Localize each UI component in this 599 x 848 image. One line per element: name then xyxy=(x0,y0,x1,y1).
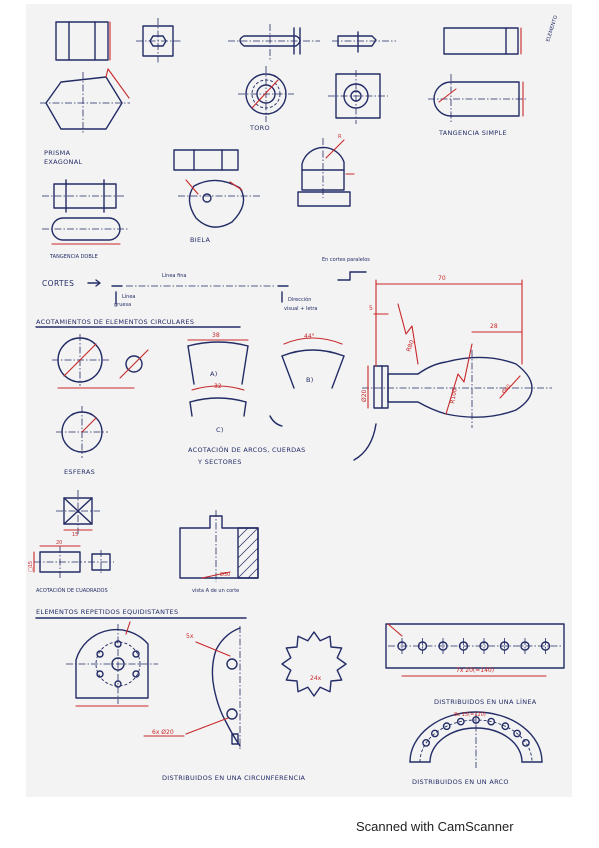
label-distrib-linea: DISTRIBUIDOS EN UNA LÍNEA xyxy=(434,697,537,706)
tangencia-simple-top xyxy=(428,74,526,122)
dim-5x: 5x xyxy=(186,633,194,640)
label-linea-gruesa-2: gruesa xyxy=(114,302,131,308)
tangencia-simple-front xyxy=(443,27,522,55)
bushing-view xyxy=(328,70,388,124)
arc-c: 32 C) xyxy=(189,383,247,434)
arc-a-label: A) xyxy=(210,370,218,378)
dim-r80: R80 xyxy=(405,339,416,353)
biela-front xyxy=(173,149,239,171)
section-view: Ø30 xyxy=(179,510,259,582)
label-elementos-repetidos: ELEMENTOS REPETIDOS EQUIDISTANTES xyxy=(36,608,178,616)
square-side xyxy=(88,550,114,574)
arc-hole xyxy=(501,722,510,731)
dim-line-spacing: 7x 20(=140) xyxy=(456,667,494,674)
label-linea-gruesa-1: Línea xyxy=(122,293,135,300)
dim-28: 28 xyxy=(490,323,498,330)
sq-small-dim: 15 xyxy=(72,532,78,538)
arc-hole xyxy=(513,729,521,738)
toro-top-view xyxy=(238,66,294,122)
plate-with-holes xyxy=(66,621,158,707)
arc-b: 44° B) xyxy=(281,333,345,389)
dim-d20: Ø20 xyxy=(361,389,368,402)
corner-label: ELEMENTO xyxy=(545,15,559,43)
label-acot-arcos-1: ACOTACIÓN DE ARCOS, CUERDAS xyxy=(188,445,306,454)
label-acotamientos: ACOTAMIENTOS DE ELEMENTOS CIRCULARES xyxy=(36,318,194,326)
dim-5: 5 xyxy=(369,305,373,312)
label-prisma: PRISMA xyxy=(44,149,71,157)
dim-70: 70 xyxy=(438,275,446,282)
label-tangencia-simple: TANGENCIA SIMPLE xyxy=(438,129,507,137)
toro-second-view xyxy=(332,31,396,53)
label-tangencia-doble: TANGENCIA DOBLE xyxy=(49,254,98,260)
label-cortes: CORTES xyxy=(42,279,74,288)
arc-b-angle: 44° xyxy=(304,333,315,340)
holes-in-line: 7x 20(=140) xyxy=(385,623,565,677)
holes-in-arc: 8x 15(=120) xyxy=(409,711,543,768)
scanner-footer: Scanned with CamScanner xyxy=(356,819,514,834)
arc-hole xyxy=(422,739,430,747)
arc-a-chord: 38 xyxy=(212,332,220,339)
label-toro: TORO xyxy=(249,124,270,132)
hexagon-top-view xyxy=(40,68,130,134)
label-acot-arcos-2: Y SECTORES xyxy=(197,458,242,466)
dim-arc-spacing: 8x 15(=120) xyxy=(454,712,486,718)
arc-hole xyxy=(442,722,451,731)
arc-a: 38 A) xyxy=(187,332,249,385)
dim-d40: Ø40 xyxy=(500,383,512,395)
ring-segment: 5x 6x Ø20 xyxy=(143,626,241,750)
dim-6x-d20: 6x Ø20 xyxy=(152,729,174,736)
dome-radius-label: R xyxy=(338,134,342,140)
sphere xyxy=(56,406,108,458)
section-dia-dim: Ø30 xyxy=(220,571,230,578)
biela-top xyxy=(178,179,260,228)
dome-base xyxy=(297,173,355,207)
label-biela: BIELA xyxy=(190,236,210,244)
technical-drawing: ELEMENTO PRISMA EXAGONAL TORO xyxy=(28,15,565,786)
label-direccion-2: visual + letra xyxy=(284,306,318,312)
label-distrib-arco: DISTRIBUIDOS EN UN ARCO xyxy=(412,778,509,786)
square-front: 20 □15 xyxy=(28,540,86,578)
arc-hole xyxy=(456,717,465,726)
toro-front-view xyxy=(228,24,320,60)
sq-side-dim: □15 xyxy=(28,561,34,572)
arc-b-label: B) xyxy=(306,376,314,384)
label-cortes-paralelos: En cortes paralelos xyxy=(322,257,370,263)
tangencia-doble-front xyxy=(42,179,126,213)
gear-label: 24x xyxy=(310,675,322,682)
tangencia-doble-top xyxy=(42,217,128,245)
label-linea-fina: Línea fina xyxy=(162,272,186,279)
label-exagonal: EXAGONAL xyxy=(44,158,82,166)
shaft-drawing: 70 28 5 R80 R100 Ø20 Ø40 xyxy=(361,275,552,428)
arc-hole xyxy=(487,717,496,726)
sq-width-dim: 20 xyxy=(56,540,62,546)
arc-hole xyxy=(430,729,439,738)
square-section: 15 xyxy=(56,490,100,538)
circle-dim-example xyxy=(52,334,149,389)
scanned-sheet: ELEMENTO PRISMA EXAGONAL TORO xyxy=(26,4,572,797)
gear: 24x xyxy=(281,631,347,697)
label-acotacion-cuadrados: ACOTACIÓN DE CUADRADOS xyxy=(36,587,108,594)
arc-hole xyxy=(521,739,530,747)
dome-front: R xyxy=(301,134,345,198)
arc-c-chord: 32 xyxy=(214,383,222,390)
label-distrib-circ: DISTRIBUIDOS EN UNA CIRCUNFERENCIA xyxy=(162,774,306,782)
prism-side-view xyxy=(136,18,181,64)
dim-r100: R100 xyxy=(449,388,459,405)
label-esferas: ESFERAS xyxy=(64,468,95,476)
prism-front-view xyxy=(55,21,111,61)
label-direccion-1: Dirección xyxy=(288,296,311,303)
arc-c-label: C) xyxy=(216,426,224,434)
label-vista-corte: vista A de un corte xyxy=(192,588,239,594)
